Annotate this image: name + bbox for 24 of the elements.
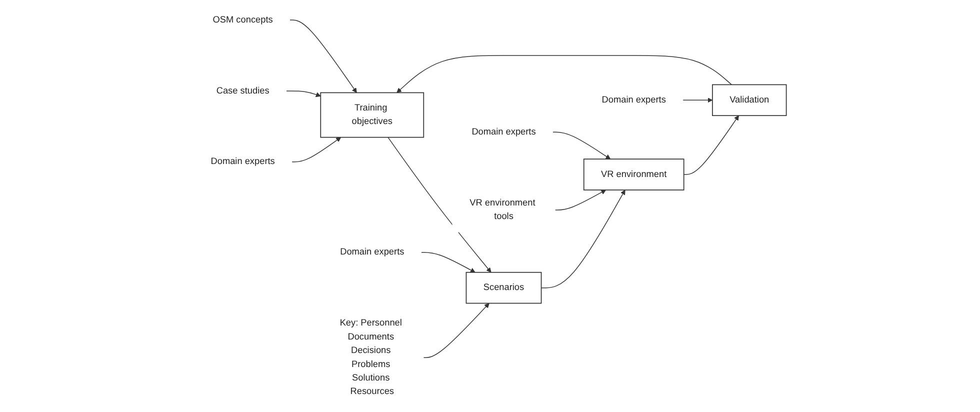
arrow	[286, 90, 321, 98]
node-box: VR environment	[583, 158, 684, 190]
node-text: Domain experts	[340, 247, 404, 257]
arrow	[552, 132, 611, 160]
arrow	[388, 136, 492, 273]
node-text: Domain experts	[602, 94, 666, 105]
node-text: OSM concepts	[212, 14, 273, 25]
arrow	[684, 115, 739, 175]
node-text: Domain experts	[472, 127, 536, 137]
arrow	[540, 190, 626, 288]
arrow	[290, 20, 357, 93]
node-text: Case studies	[216, 86, 270, 96]
arrow	[421, 252, 476, 273]
arrow	[423, 303, 490, 358]
node-text: VR environment tools	[470, 198, 536, 222]
arrow	[292, 137, 342, 162]
node-text: Key: Personnel Documents Decisions Problems Solutions Resources	[340, 318, 402, 397]
node-box: Training objectives	[320, 92, 424, 138]
node-box: Validation	[712, 84, 787, 116]
node-text: Domain experts	[210, 156, 275, 167]
node-box: Scenarios	[466, 272, 542, 304]
arrow	[396, 55, 732, 93]
arrow	[682, 98, 713, 103]
arrow	[554, 190, 606, 210]
